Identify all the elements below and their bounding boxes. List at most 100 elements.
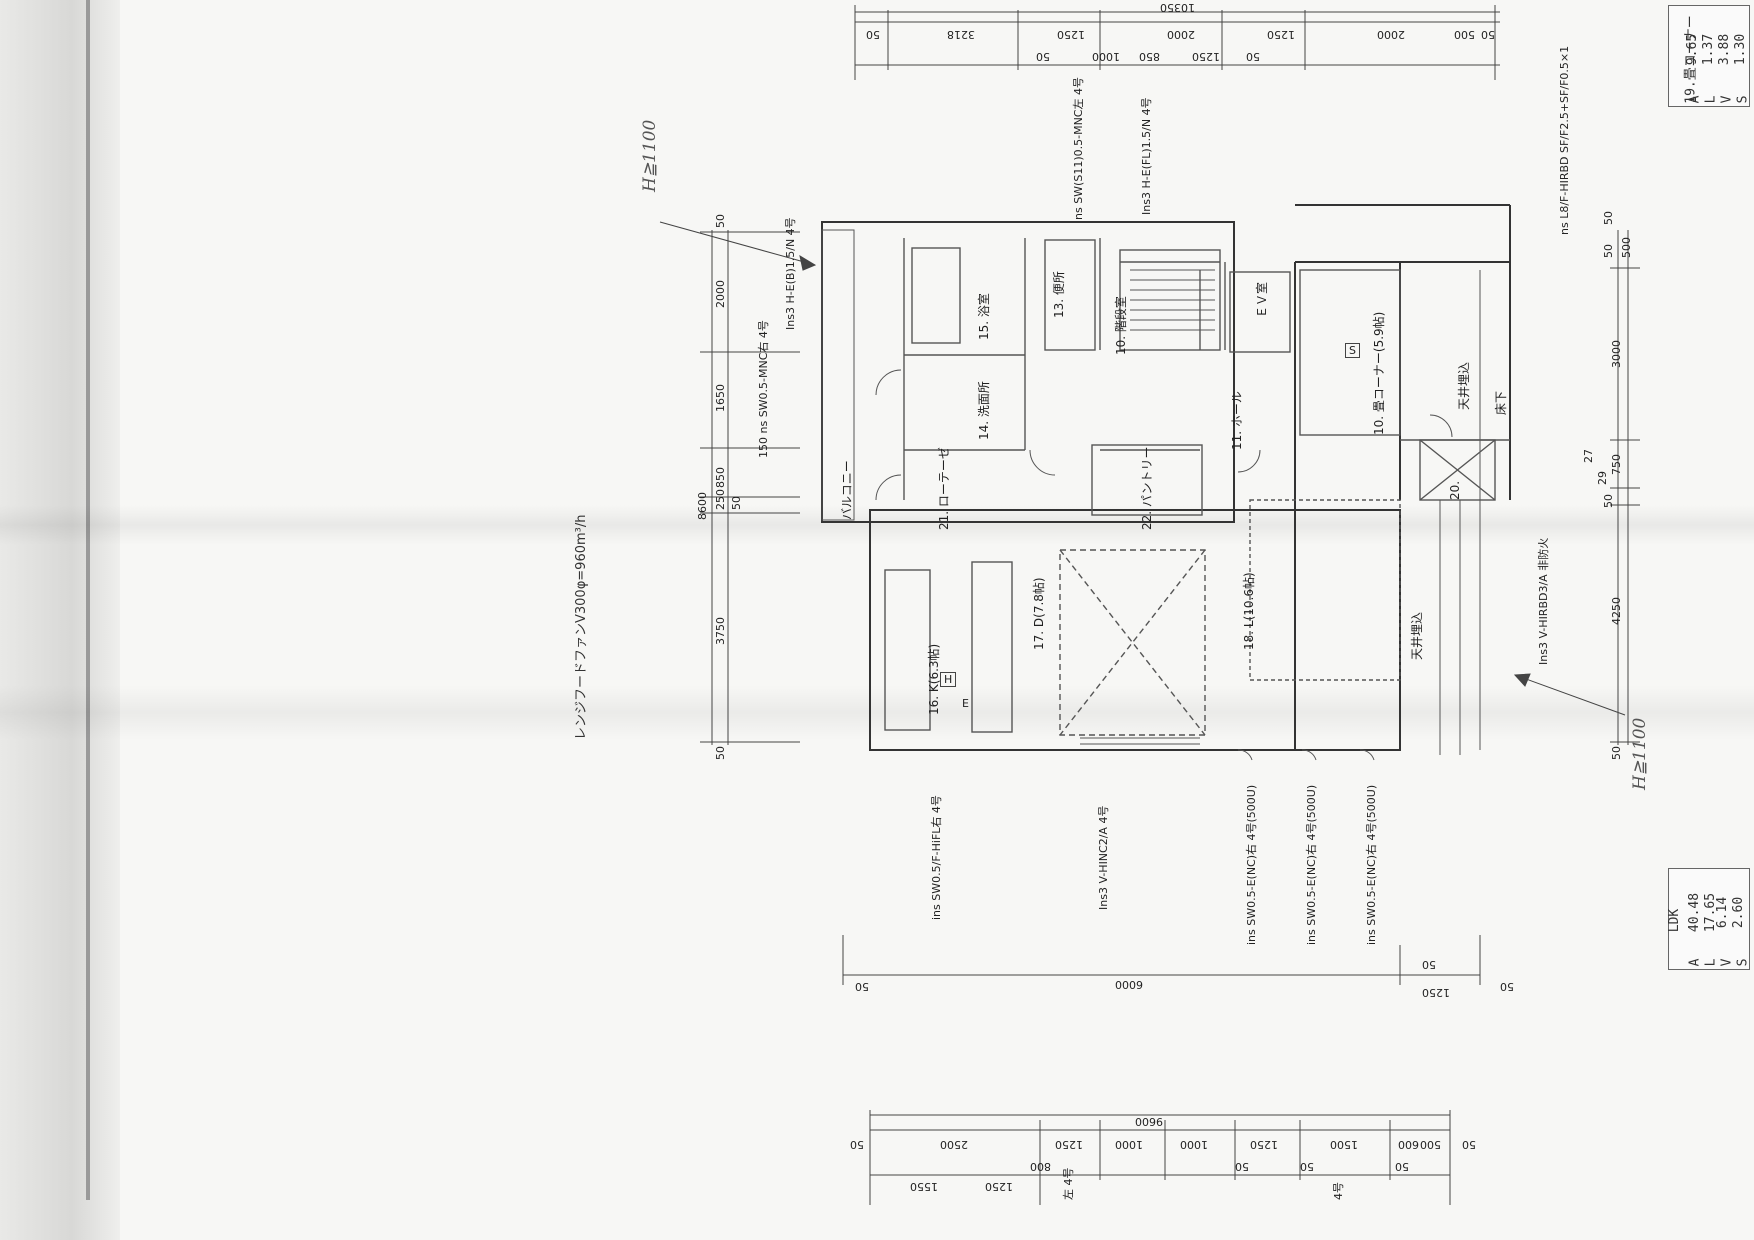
dim-value: 50 [850, 1138, 864, 1151]
spec-note: ins SW0.5-E(NC)右 4号(500U) [1365, 784, 1378, 945]
spec-note: ins SW0.5/F-HiFL右 4号 [930, 795, 943, 920]
scan-artifact-band [0, 505, 1754, 545]
room-label-ceiling-recess: 天井埋込 [1457, 361, 1471, 410]
heater-symbol-h: H [940, 672, 957, 687]
dim-value: 50 [1602, 494, 1615, 508]
room-label-underfloor: 床下 [1494, 390, 1508, 415]
dim-value: 50 [714, 746, 727, 760]
table-cell: 1.30 [1733, 33, 1749, 66]
dim-value: 1500 [1330, 1138, 1358, 1151]
dim-value: 500 [1420, 1138, 1441, 1151]
dim-value: 50 [1246, 50, 1260, 63]
top-dim-row1: 50 500 2000 1250 2000 1250 3218 50 [855, 25, 1495, 41]
binding-edge-line [86, 0, 90, 1200]
dim-value: 3218 [947, 28, 975, 41]
spec-note: Ins3 V-HIRBD3/A 非防火 [1537, 537, 1550, 665]
dim-value: 1000 [1092, 50, 1120, 63]
spec-note: ns L8/F-HIRBD SF/F2.5+SF/F0.5×1 [1558, 45, 1571, 235]
spec-note: ins SW0.5-E(NC)右 4号(500U) [1245, 784, 1258, 945]
dim-value: 1000 [1115, 1138, 1143, 1151]
dim-value: 50 [730, 496, 743, 510]
room-label-hall: 11. ホール [1230, 391, 1244, 450]
dim-value: 1250 [1250, 1138, 1278, 1151]
dim-value: 50 [1481, 28, 1495, 41]
lower-note: 左 4号 [1062, 1167, 1075, 1201]
table-cell: 6.14 [1715, 896, 1731, 929]
table-cell: L [1703, 95, 1719, 104]
range-hood-note: レンジフードファンV300φ=960m³/h [574, 514, 589, 740]
electric-symbol-e: E [962, 697, 969, 710]
spec-note: ins SW0.5-E(NC)右 4号(500U) [1305, 784, 1318, 945]
room-label-dining: 17. D(7.8帖) [1032, 577, 1046, 650]
binding-shadow [0, 0, 120, 1240]
table-cell: 9.65 [1685, 33, 1701, 66]
dim-value: 500 [1454, 28, 1475, 41]
table-cell: 1.37 [1701, 33, 1717, 66]
room-label-rotesse: 21. ローテーゼ [937, 447, 951, 530]
table-cell: S [1735, 958, 1751, 967]
table-cell: 3.88 [1717, 33, 1733, 66]
spec-note: ns SW(S11)0.5-MNC左 4号 [1072, 77, 1085, 220]
room-label-balcony: バルコニー [840, 460, 854, 520]
dim-value: 50 [1395, 1160, 1409, 1173]
dim-value: 50 [855, 980, 869, 993]
top-dim-row2: 50 1250 850 1000 50 [1020, 47, 1260, 63]
table-title: LDK [1667, 908, 1683, 933]
dim-value: 1250 [1055, 1138, 1083, 1151]
dim-value: 50 [1422, 958, 1436, 971]
left-total-dimension: 8600 [696, 492, 709, 520]
dim-value: 1550 [910, 1180, 938, 1193]
dim-value: 250 [714, 489, 727, 510]
height-mark: H≧1100 [640, 119, 660, 192]
room-label-ceiling-recess-2: 天井埋込 [1410, 611, 1424, 660]
room-label-washroom: 14. 洗面所 [977, 381, 991, 440]
top-total-dimension: 10350 [1160, 1, 1195, 14]
dim-value: 850 [714, 467, 727, 488]
dim-value: 1250 [1422, 986, 1450, 999]
spec-note: Ins3 H-E(FL)1.5/N 4号 [1140, 97, 1153, 215]
dim-value: 50 [1300, 1160, 1314, 1173]
dim-value: 50 [1036, 50, 1050, 63]
dim-value: 2000 [1377, 28, 1405, 41]
dim-value: 50 [1602, 211, 1615, 225]
dim-value: 3000 [1610, 340, 1623, 368]
table-cell: A [1687, 95, 1703, 104]
dim-value: 50 [1500, 980, 1514, 993]
spec-note: 150 ns SW0.5-MNC右 4号 [757, 320, 770, 458]
dim-value: 50 [1610, 746, 1623, 760]
dim-value: 1250 [1192, 50, 1220, 63]
dim-value: 1250 [1057, 28, 1085, 41]
scan-artifact-band [0, 685, 1754, 740]
dim-value: 1250 [985, 1180, 1013, 1193]
dim-value: 29 [1596, 471, 1609, 485]
room-label-living: 18. L(10.6帖) [1242, 572, 1256, 650]
room-label-pantry: 22. パントリー [1140, 446, 1154, 531]
dim-value: 1000 [1180, 1138, 1208, 1151]
room-label-toilet: 13. 便所 [1052, 271, 1066, 318]
table-cell: 2.60 [1731, 896, 1747, 929]
dim-value: 600 [1398, 1138, 1419, 1151]
height-mark: H≧1100 [1630, 717, 1650, 790]
room-label-ev: ＥＶ室 [1255, 281, 1269, 318]
spec-note: Ins3 V-HINC2/A 4号 [1097, 805, 1110, 910]
dim-value: 50 [866, 28, 880, 41]
table-cell: V [1719, 95, 1735, 104]
room-label-bath: 15. 浴室 [977, 293, 991, 340]
table-cell: A [1687, 958, 1703, 967]
dim-value: 850 [1139, 50, 1160, 63]
dim-value: 4250 [1610, 597, 1623, 625]
table-cell: S [1735, 95, 1751, 104]
room-label-20: 20. [1448, 480, 1462, 500]
table-cell: 40.48 [1687, 892, 1703, 933]
dim-value: 50 [714, 214, 727, 228]
room-label-tatami: 10. 畳コーナー(5.9帖) [1372, 311, 1386, 435]
dim-value: 50 [1602, 244, 1615, 258]
dim-value: 800 [1030, 1160, 1051, 1173]
dim-value: 2000 [714, 280, 727, 308]
bottom-total-dimension: 6000 [1115, 978, 1143, 991]
dim-value: 500 [1620, 237, 1633, 258]
room-label-stair: 10. 階段室 [1114, 296, 1128, 355]
dim-value: 3750 [714, 617, 727, 645]
